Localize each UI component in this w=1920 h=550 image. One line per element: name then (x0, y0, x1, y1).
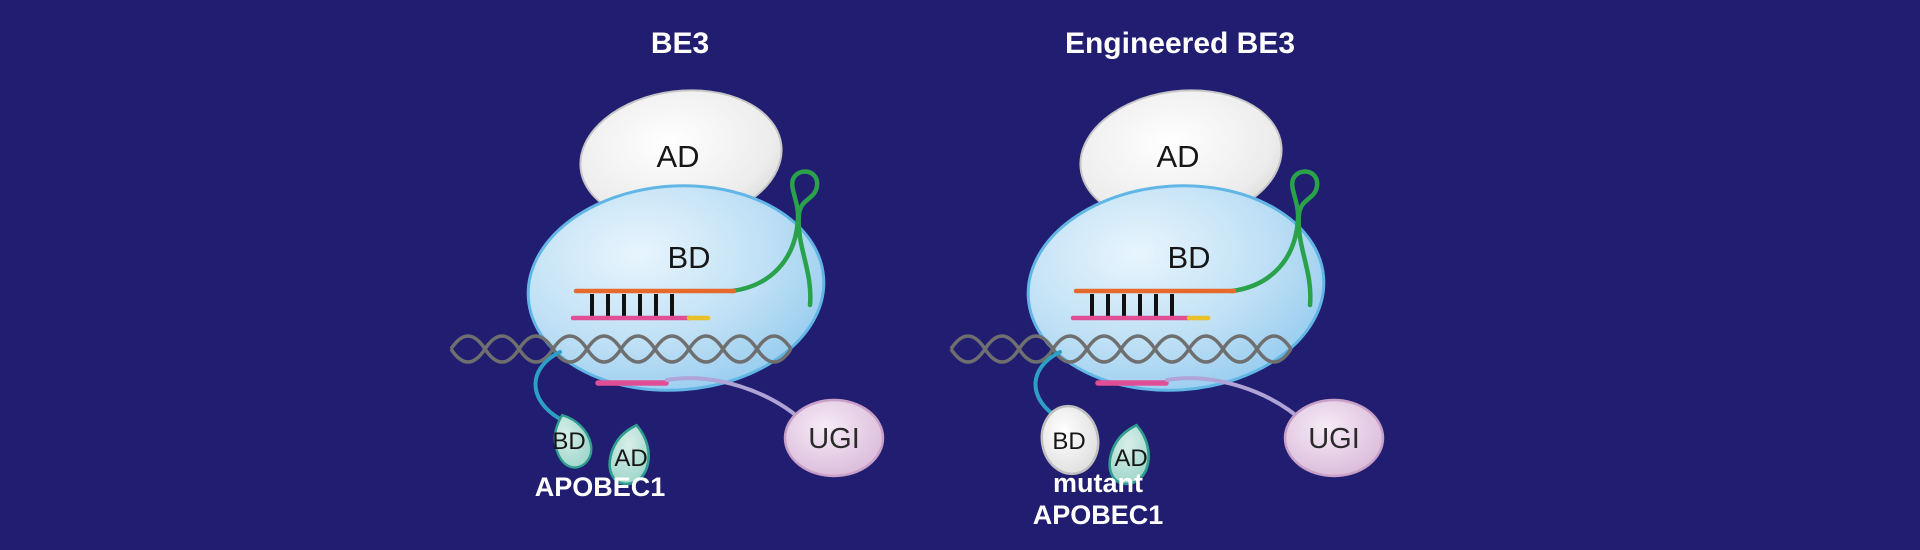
mutant-apobec1-name-line1: mutant (1053, 468, 1143, 498)
ugi-label: UGI (808, 423, 860, 455)
cas9-bd-body-shape (1026, 184, 1326, 392)
sgrna-scaffold-squiggle (729, 169, 820, 308)
ugi-shape (1283, 398, 1385, 478)
apobec-ad-label: AD (1114, 445, 1147, 472)
base-pairing-ticks (1090, 294, 1174, 316)
mutant-apobec-bd-lobe-shape (1040, 404, 1100, 476)
dna-helix-strand-bottom (449, 334, 793, 364)
base-pairing-ticks (590, 294, 674, 316)
apobec-ad-label: AD (614, 445, 647, 472)
apobec-bd-label: BD (552, 428, 585, 455)
ugi-linker-lavender (1165, 376, 1308, 426)
apobec-ad-lobe-shape (1108, 423, 1150, 486)
engineered-be3-title: Engineered BE3 (1065, 27, 1295, 60)
mutant-apobec1-name-line2: APOBEC1 (1033, 500, 1164, 530)
dna-helix-strand-bottom (949, 334, 1293, 364)
apobec-ad-lobe-shape (608, 423, 650, 486)
sgrna-scaffold-squiggle (1229, 169, 1320, 308)
ad-domain-label: AD (656, 139, 699, 174)
ugi-shape (783, 398, 885, 478)
ugi-label: UGI (1308, 423, 1360, 455)
ad-domain-label: AD (1156, 139, 1199, 174)
apobec-bd-label: BD (1052, 428, 1085, 455)
apobec-bd-lobe-shape (553, 413, 593, 469)
apobec-linker-cyan (533, 350, 572, 426)
bd-domain-label: BD (667, 240, 710, 275)
cas9-bd-body-shape (526, 184, 826, 392)
be3-panel: BE3 BD AD UGI AD BD APOBEC1 (449, 27, 885, 502)
ugi-linker-lavender (665, 376, 808, 426)
bd-domain-label: BD (1167, 240, 1210, 275)
engineered-be3-panel: Engineered BE3 BD AD UGI AD BD (949, 27, 1385, 530)
be3-title: BE3 (651, 27, 709, 60)
apobec1-name-label: APOBEC1 (535, 472, 666, 502)
